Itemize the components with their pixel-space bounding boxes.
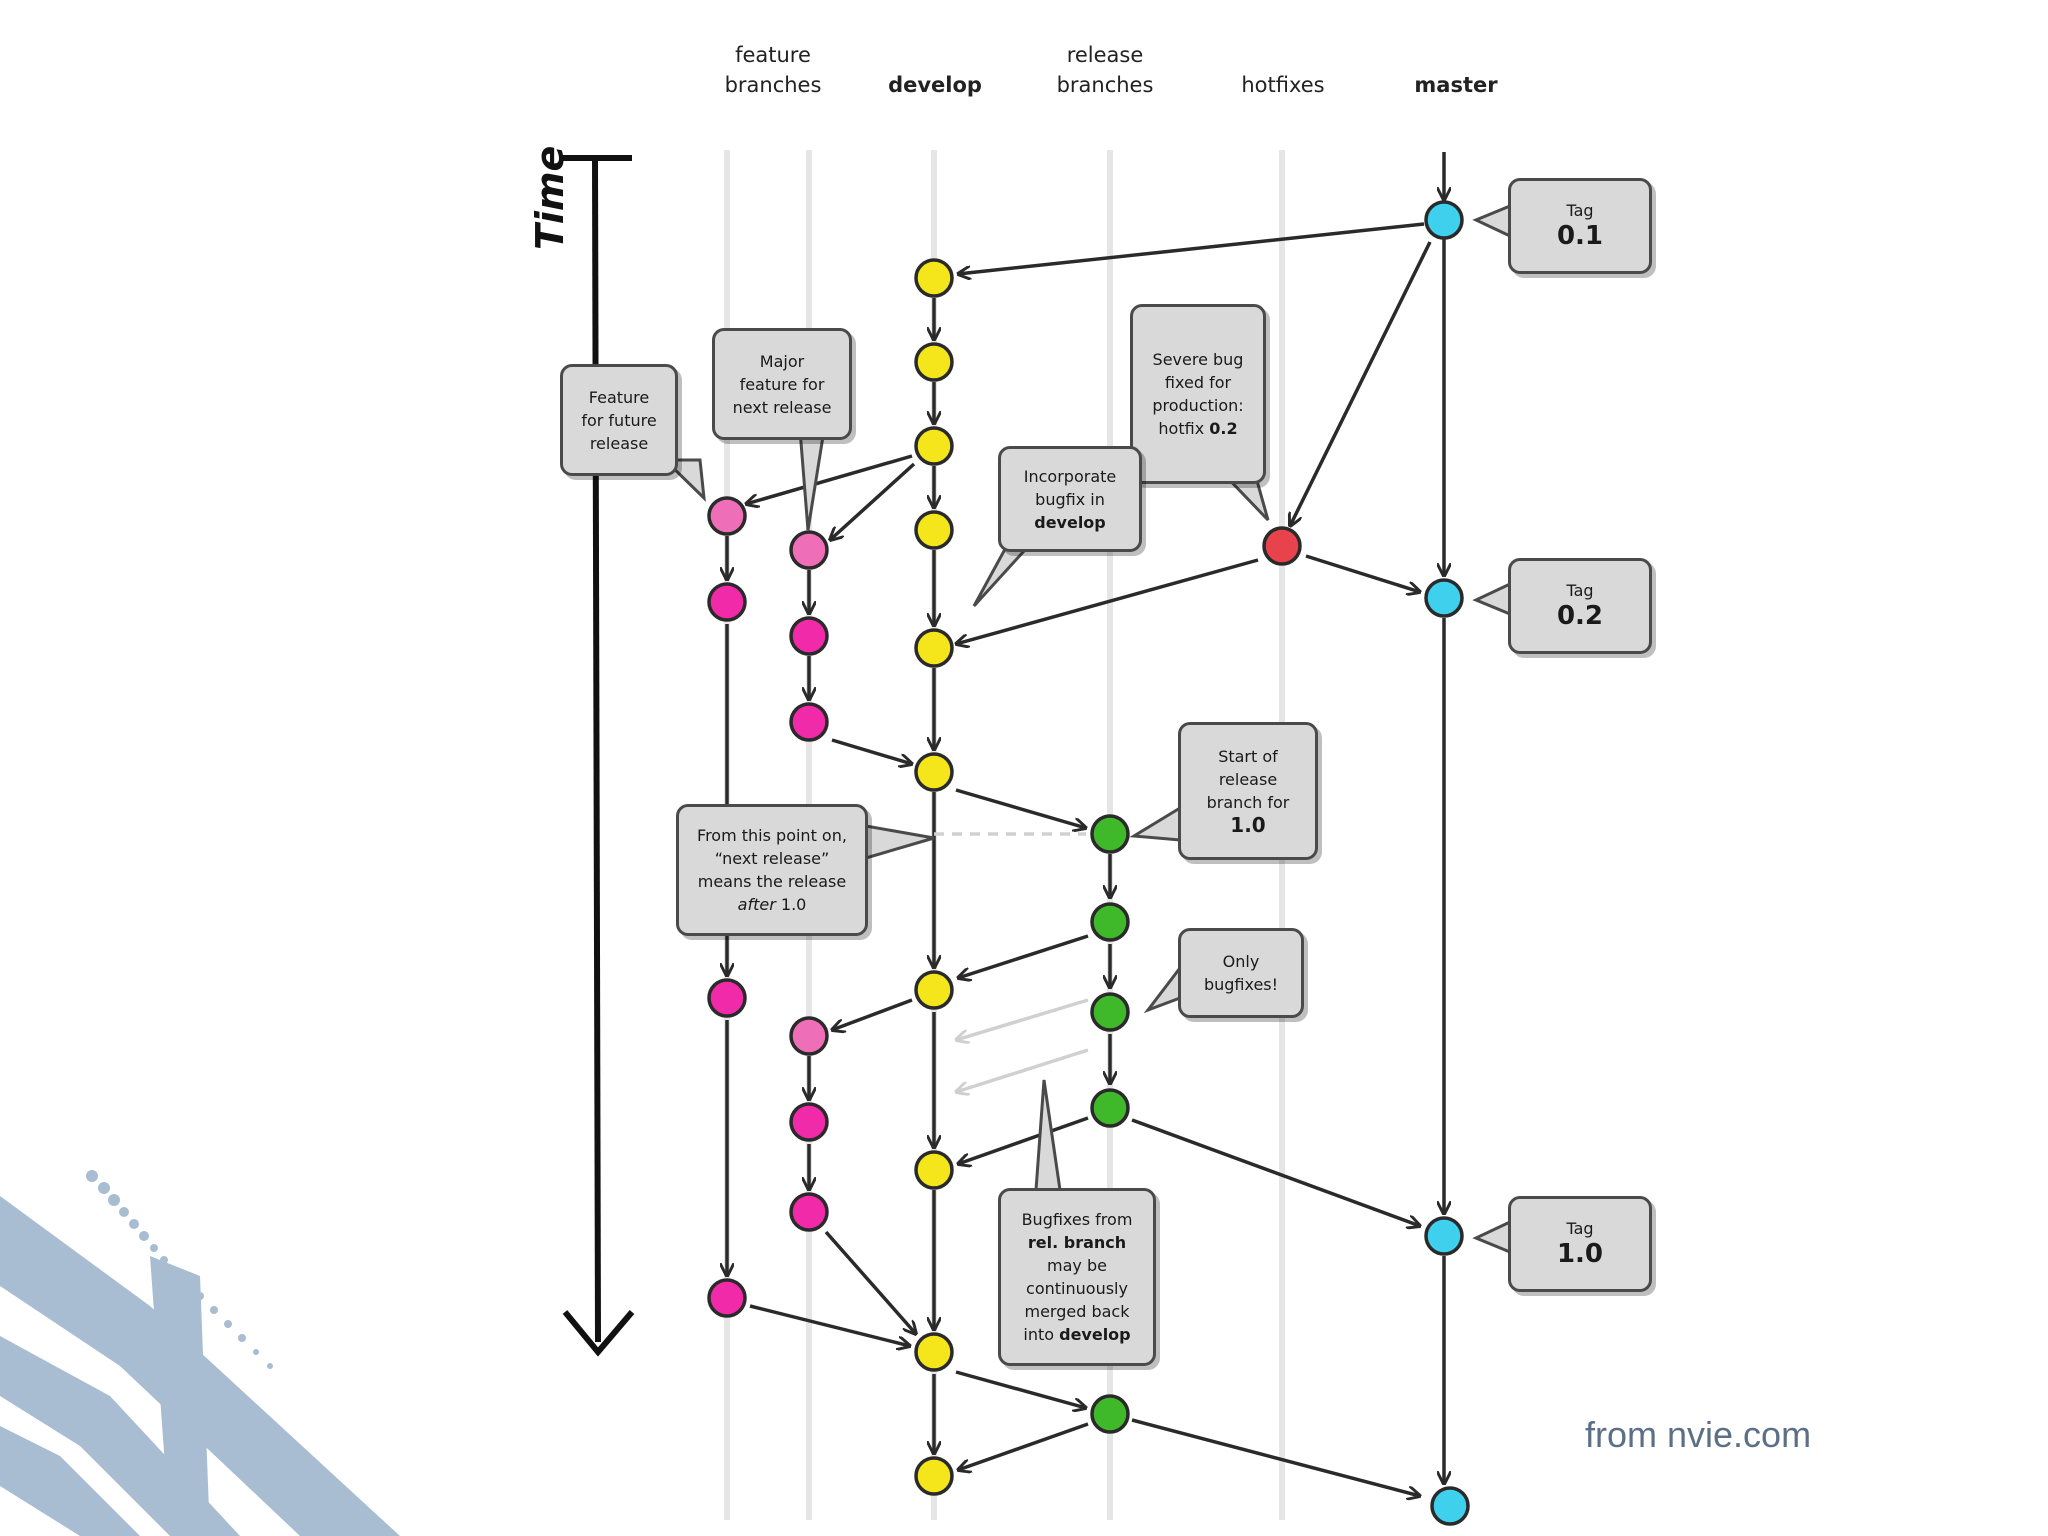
tag-version: 1.0 <box>1556 1239 1604 1269</box>
lane-header-develop: develop <box>888 73 982 97</box>
bugfixes-line-1: Bugfixes from <box>1021 1210 1133 1229</box>
commit-release <box>1090 992 1130 1032</box>
commit-develop <box>914 258 954 298</box>
commit-release <box>1090 1088 1130 1128</box>
from-this-point-after-word: after <box>737 895 776 914</box>
source-credit: from nvie.com <box>1585 1414 1812 1455</box>
commit-release <box>1090 1394 1130 1434</box>
severe-bug-version: 0.2 <box>1209 419 1238 438</box>
commit-feature-major <box>789 616 829 656</box>
lane-header-feature: feature branches <box>724 43 822 97</box>
callout-severe-bug: Severe bug fixed for production: hotfix … <box>1130 304 1266 484</box>
callout-incorporate-bugfix: Incorporate bugfix in develop <box>998 446 1142 552</box>
commit-develop <box>914 1332 954 1372</box>
tag-label: Tag <box>1566 581 1594 600</box>
commit-master-tag-0-1 <box>1424 200 1464 240</box>
commit-develop <box>914 1456 954 1496</box>
faint-arrow-2 <box>956 1048 1089 1092</box>
commit-feature-major <box>789 1016 829 1056</box>
start-release-text: Start of release branch for <box>1206 747 1290 812</box>
commit-develop <box>914 970 954 1010</box>
incorporate-text: Incorporate bugfix in <box>1023 466 1117 509</box>
bugfixes-body: may be continuously merged back into dev… <box>1023 1254 1130 1346</box>
tag-0-1: Tag 0.1 <box>1508 178 1652 274</box>
bugfixes-rel-branch: rel. branch <box>1027 1233 1127 1252</box>
callout-from-this-point: From this point on, “next release” means… <box>676 804 868 936</box>
commit-develop <box>914 752 954 792</box>
commits <box>707 200 1470 1526</box>
commit-hotfix <box>1262 526 1302 566</box>
bridge-decoration <box>0 1170 400 1536</box>
callout-start-release: Start of release branch for 1.0 <box>1178 722 1318 860</box>
time-label: Time <box>528 145 572 250</box>
commit-develop <box>914 1150 954 1190</box>
faint-arrow-1 <box>956 998 1089 1040</box>
start-release-version: 1.0 <box>1230 813 1266 837</box>
callout-bugfixes-merged: Bugfixes from rel. branch may be continu… <box>998 1188 1156 1366</box>
commit-develop <box>914 426 954 466</box>
severe-bug-hotfix: hotfix 0.2 <box>1158 417 1237 440</box>
from-this-point-version: 1.0 <box>775 895 807 914</box>
commit-release <box>1090 814 1130 854</box>
commit-feature-major <box>789 702 829 742</box>
commit-develop <box>914 628 954 668</box>
commit-feature-future <box>707 978 747 1018</box>
callout-only-bugfixes: Only bugfixes! <box>1178 928 1304 1018</box>
incorporate-develop: develop <box>1034 512 1106 532</box>
commit-feature-major <box>789 1102 829 1142</box>
commit-master-tag-1-0 <box>1424 1216 1464 1256</box>
severe-bug-hotfix-prefix: hotfix <box>1158 419 1210 438</box>
from-this-point-text: From this point on, “next release” means… <box>697 826 847 891</box>
callout-feature-future: Feature for future release <box>560 364 678 476</box>
severe-bug-text: Severe bug fixed for production: <box>1152 350 1244 415</box>
tag-label: Tag <box>1566 201 1594 220</box>
commit-feature-major <box>789 530 829 570</box>
lane-header-release: release branches <box>1056 43 1154 97</box>
tag-label: Tag <box>1566 1219 1594 1238</box>
commit-feature-major <box>789 1192 829 1232</box>
lane-header-master: master <box>1414 73 1498 97</box>
tag-0-2: Tag 0.2 <box>1508 558 1652 654</box>
commit-feature-future <box>707 496 747 536</box>
callout-major-feature: Major feature for next release <box>712 328 852 440</box>
commit-master-final <box>1430 1486 1470 1526</box>
commit-feature-future <box>707 1278 747 1318</box>
commit-release <box>1090 902 1130 942</box>
commit-develop <box>914 510 954 550</box>
tag-version: 0.2 <box>1556 601 1604 631</box>
tag-version: 0.1 <box>1556 221 1604 251</box>
time-axis <box>562 155 635 1357</box>
commit-master-tag-0-2 <box>1424 578 1464 618</box>
commit-develop <box>914 342 954 382</box>
lane-header-hotfixes: hotfixes <box>1241 73 1325 97</box>
bugfixes-body-text: may be continuously merged back into <box>1023 1256 1130 1344</box>
tag-1-0: Tag 1.0 <box>1508 1196 1652 1292</box>
from-this-point-after: after 1.0 <box>738 893 807 916</box>
commit-feature-future <box>707 582 747 622</box>
bugfixes-develop: develop <box>1059 1325 1131 1344</box>
commit-links <box>727 152 1444 1496</box>
